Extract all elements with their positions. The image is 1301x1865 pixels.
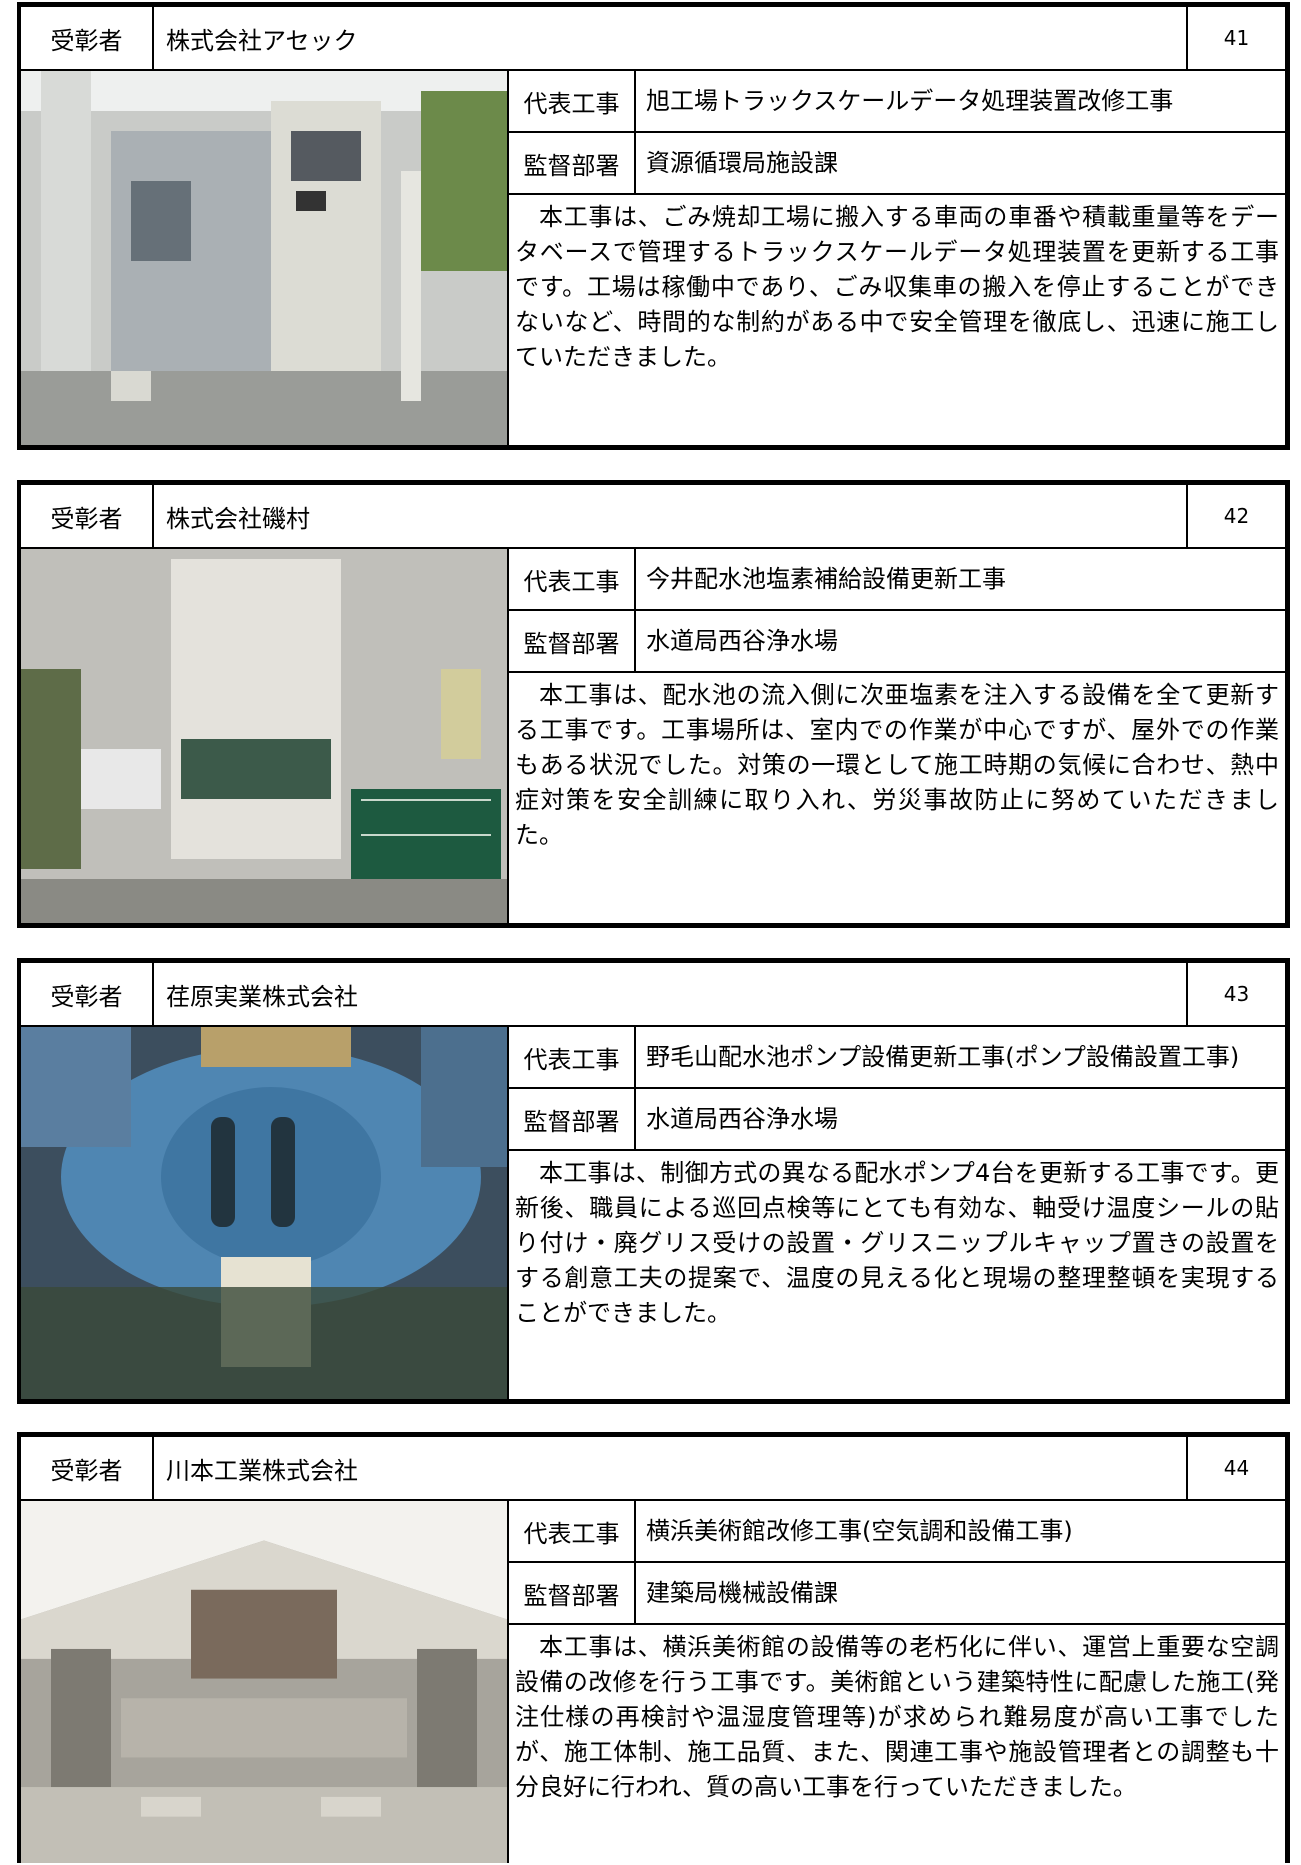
card-header: 受彰者 株式会社磯村 42 — [21, 485, 1285, 549]
project-name: 旭工場トラックスケールデータ処理装置改修工事 — [646, 86, 1174, 115]
project-row: 代表工事 野毛山配水池ポンプ設備更新工事(ポンプ設備設置工事) — [509, 1027, 1285, 1089]
department-label: 監督部署 — [509, 611, 636, 671]
project-photo — [21, 1501, 509, 1863]
department-label: 監督部署 — [509, 1563, 636, 1623]
recipient-label: 受彰者 — [21, 963, 154, 1025]
project-name: 横浜美術館改修工事(空気調和設備工事) — [646, 1516, 1073, 1545]
entry-number: 43 — [1223, 982, 1250, 1006]
project-description: 本工事は、制御方式の異なる配水ポンプ4台を更新する工事です。更新後、職員による巡… — [515, 1159, 1279, 1327]
card-header: 受彰者 荏原実業株式会社 43 — [21, 963, 1285, 1027]
card-header: 受彰者 株式会社アセック 41 — [21, 7, 1285, 71]
project-name: 今井配水池塩素補給設備更新工事 — [646, 564, 1006, 593]
project-description: 本工事は、ごみ焼却工場に搬入する車両の車番や積載重量等をデータベースで管理するト… — [515, 203, 1279, 371]
award-card-42: 受彰者 株式会社磯村 42 代表工事 今井配水池塩素補給設備更新工事 監督部署 … — [17, 480, 1290, 928]
project-label: 代表工事 — [509, 71, 636, 131]
project-row: 代表工事 今井配水池塩素補給設備更新工事 — [509, 549, 1285, 611]
department-name: 資源循環局施設課 — [646, 148, 838, 177]
department-name: 水道局西谷浄水場 — [646, 626, 838, 655]
entry-number: 42 — [1223, 504, 1250, 528]
recipient-label: 受彰者 — [21, 1437, 154, 1499]
recipient-name: 荏原実業株式会社 — [154, 963, 1188, 1025]
department-row: 監督部署 資源循環局施設課 — [509, 133, 1285, 195]
recipient-name: 株式会社アセック — [154, 7, 1188, 69]
department-label: 監督部署 — [509, 1089, 636, 1149]
award-card-41: 受彰者 株式会社アセック 41 代表工事 旭工場トラックスケールデータ処理装置改… — [17, 2, 1290, 450]
project-photo — [21, 1027, 509, 1399]
project-row: 代表工事 旭工場トラックスケールデータ処理装置改修工事 — [509, 71, 1285, 133]
entry-number: 41 — [1223, 26, 1250, 50]
department-row: 監督部署 水道局西谷浄水場 — [509, 611, 1285, 673]
project-description: 本工事は、配水池の流入側に次亜塩素を注入する設備を全て更新する工事です。工事場所… — [515, 681, 1279, 849]
recipient-name: 株式会社磯村 — [154, 485, 1188, 547]
recipient-label: 受彰者 — [21, 7, 154, 69]
recipient-name: 川本工業株式会社 — [154, 1437, 1188, 1499]
department-name: 建築局機械設備課 — [646, 1578, 838, 1607]
department-row: 監督部署 水道局西谷浄水場 — [509, 1089, 1285, 1151]
recipient-label: 受彰者 — [21, 485, 154, 547]
entry-number: 44 — [1223, 1456, 1250, 1480]
department-row: 監督部署 建築局機械設備課 — [509, 1563, 1285, 1625]
department-label: 監督部署 — [509, 133, 636, 193]
project-photo — [21, 71, 509, 445]
project-label: 代表工事 — [509, 1027, 636, 1087]
project-label: 代表工事 — [509, 549, 636, 609]
card-header: 受彰者 川本工業株式会社 44 — [21, 1437, 1285, 1501]
project-description: 本工事は、横浜美術館の設備等の老朽化に伴い、運営上重要な空調設備の改修を行う工事… — [515, 1633, 1279, 1801]
project-row: 代表工事 横浜美術館改修工事(空気調和設備工事) — [509, 1501, 1285, 1563]
project-name: 野毛山配水池ポンプ設備更新工事(ポンプ設備設置工事) — [646, 1042, 1240, 1071]
department-name: 水道局西谷浄水場 — [646, 1104, 838, 1133]
project-label: 代表工事 — [509, 1501, 636, 1561]
project-photo — [21, 549, 509, 923]
award-card-44: 受彰者 川本工業株式会社 44 代表工事 横浜美術館改修工事(空気調和設備工事)… — [17, 1432, 1290, 1863]
award-card-43: 受彰者 荏原実業株式会社 43 代表工事 野毛山配水池ポンプ設備更新工事(ポンプ… — [17, 958, 1290, 1404]
